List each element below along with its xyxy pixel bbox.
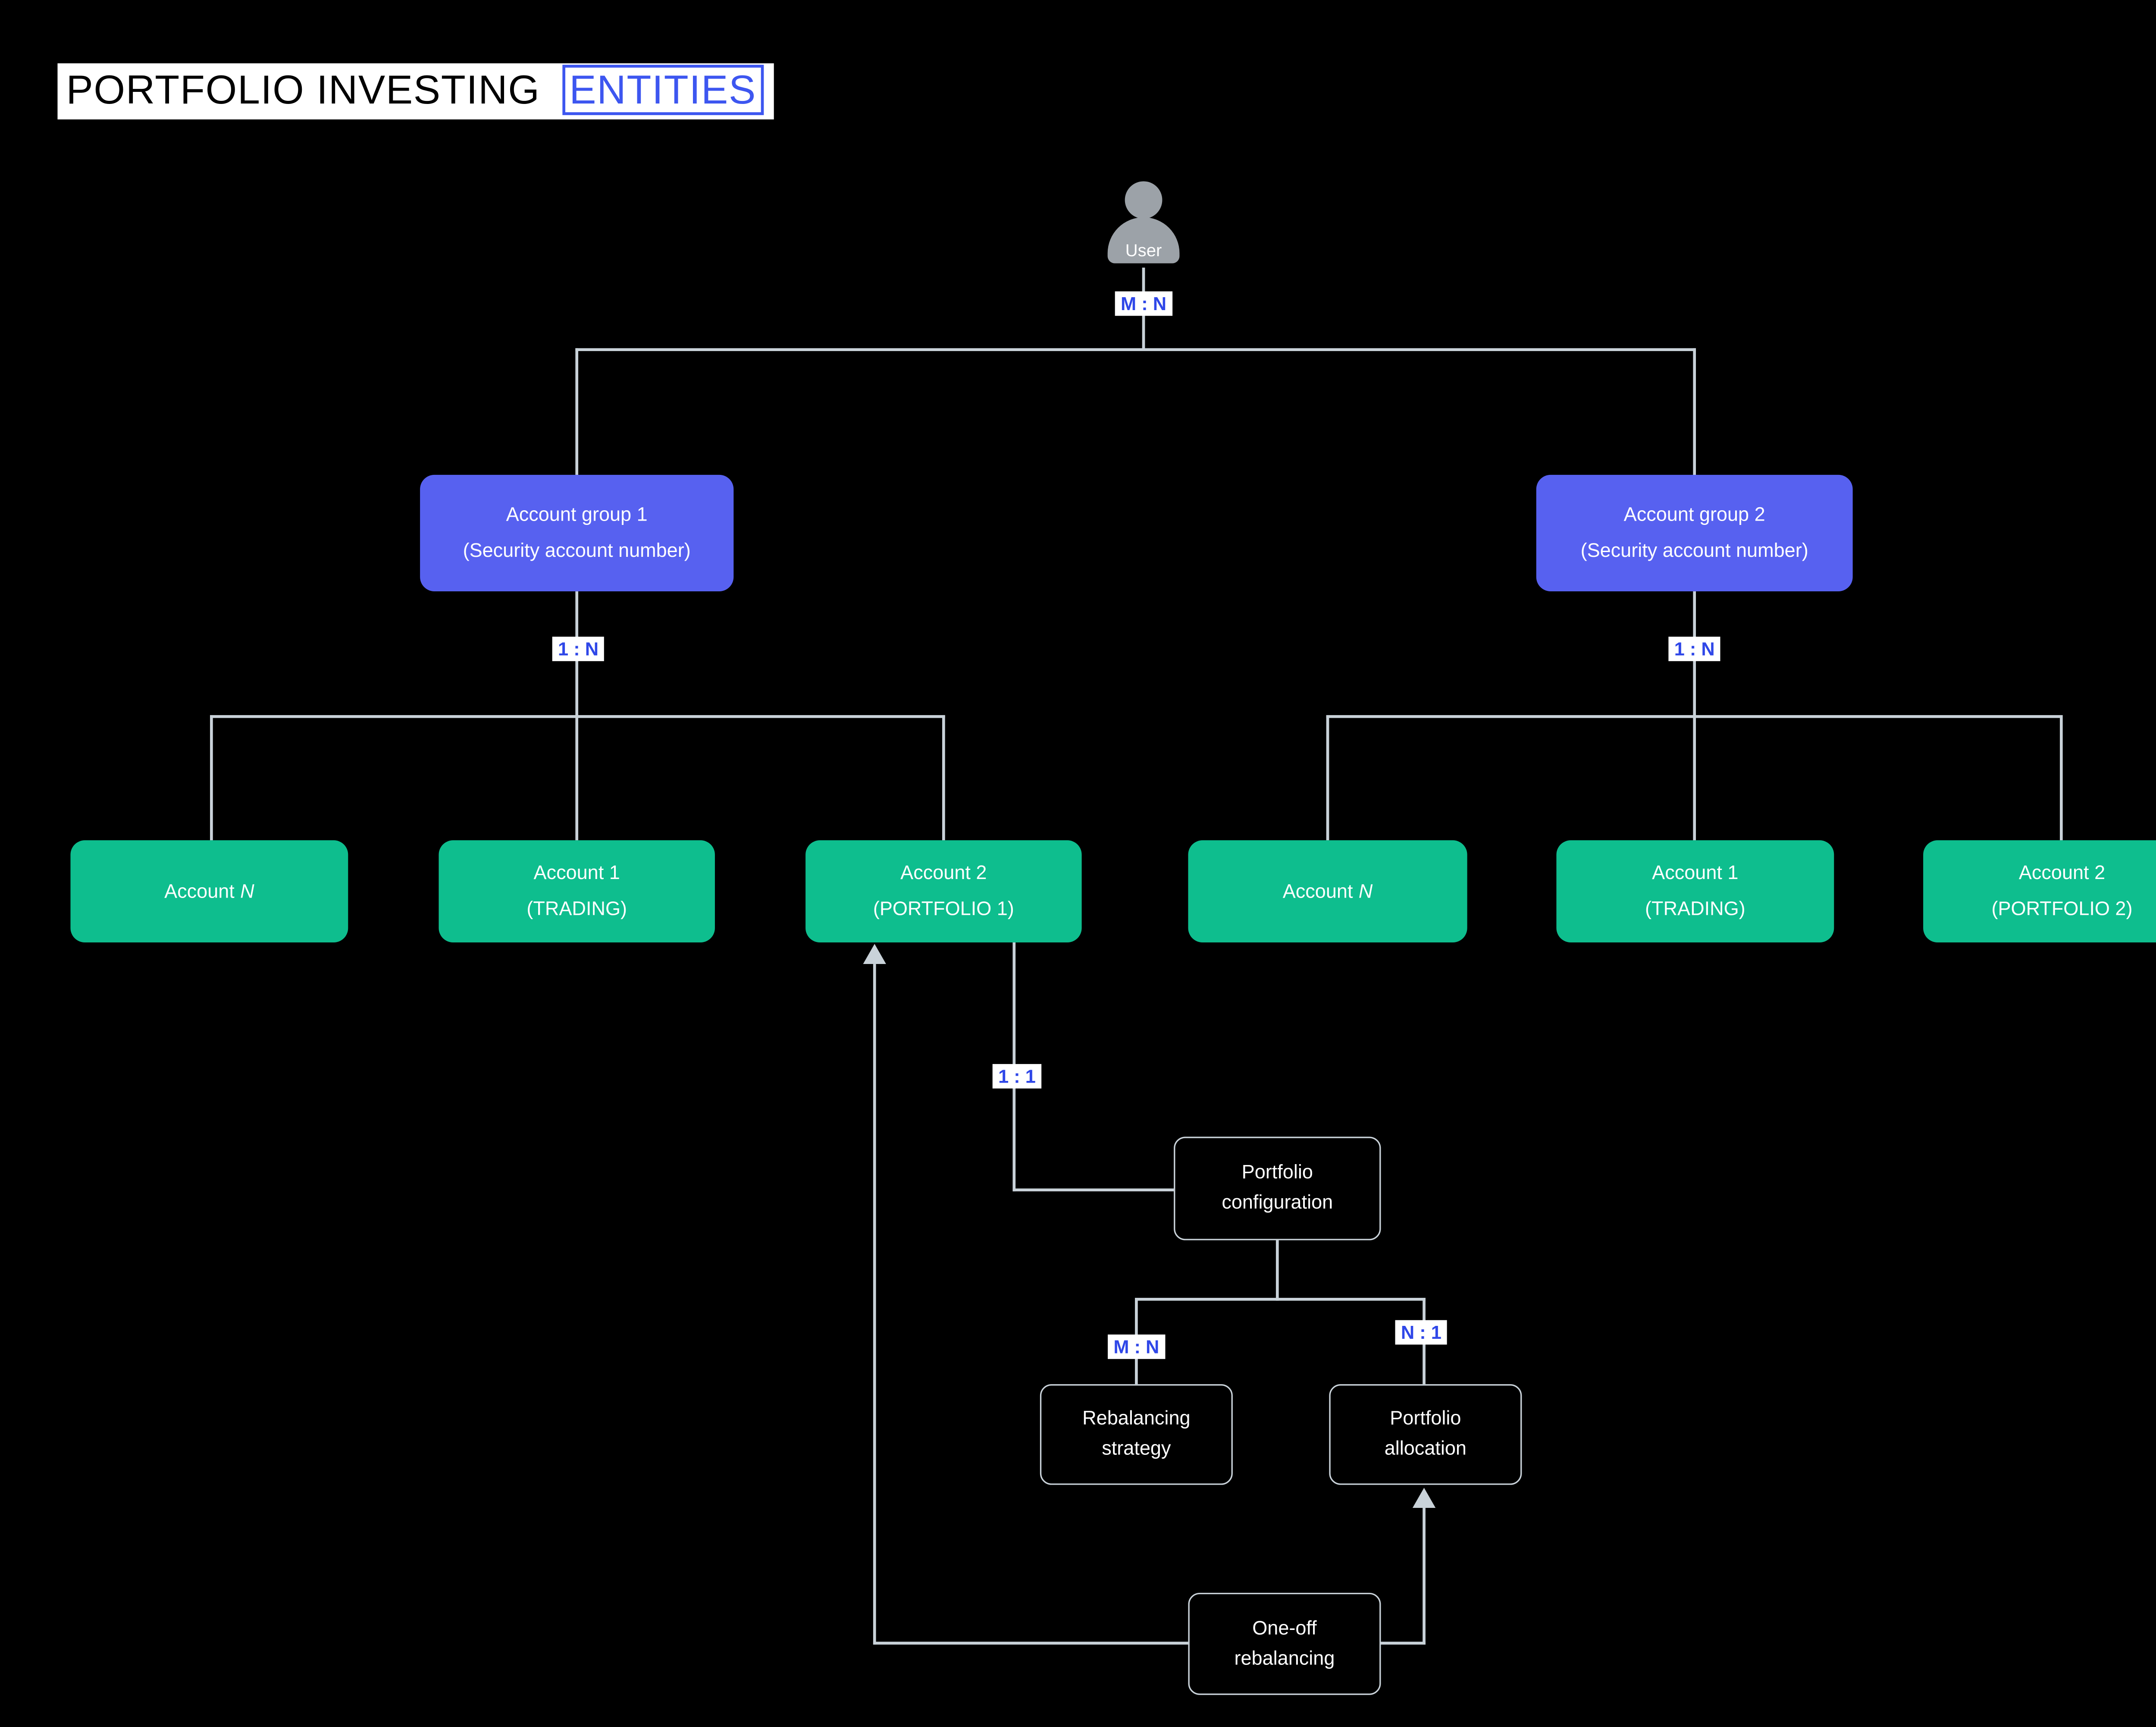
account-title-italic: N — [1358, 880, 1373, 902]
diagram-title-text: PORTFOLIO INVESTING — [66, 67, 540, 113]
account-title: Account 2 — [900, 861, 987, 886]
node-account2-portfolio1: Account 2 (PORTFOLIO 1) — [805, 840, 1082, 943]
account-group-1-subtitle: (Security account number) — [463, 539, 691, 562]
relation-badge-config-strategy: M : N — [1108, 1334, 1165, 1359]
portfolio-configuration-label: Portfolio configuration — [1222, 1161, 1333, 1213]
connector-to-group1 — [575, 348, 579, 477]
node-rebalancing-strategy: Rebalancing strategy — [1040, 1384, 1233, 1485]
arrowhead-to-account2-portfolio1 — [863, 944, 886, 964]
account-group-1-title: Account group 1 — [506, 504, 648, 526]
user-icon: User — [1107, 181, 1180, 267]
node-account-group-2: Account group 2 (Security account number… — [1536, 474, 1853, 592]
account-subtitle: (PORTFOLIO 2) — [1991, 898, 2133, 920]
connector-oneoff-right-h — [1381, 1642, 1426, 1645]
relation-badge-group1-accounts: 1 : N — [552, 637, 605, 661]
account-subtitle: (TRADING) — [526, 898, 627, 920]
connector-oneoff-right-v — [1423, 1508, 1426, 1645]
account-subtitle: (TRADING) — [1645, 898, 1745, 920]
connector-to-account2-left — [942, 715, 945, 841]
account-title-text: Account — [164, 880, 235, 902]
relation-badge-group2-accounts: 1 : N — [1668, 637, 1721, 661]
connector-config-branch — [1135, 1297, 1426, 1301]
account-title: Account 1 — [1652, 861, 1738, 886]
connector-oneoff-left-h — [873, 1642, 1188, 1645]
arrowhead-to-portfolio-allocation — [1412, 1488, 1436, 1508]
account-group-2-title: Account group 2 — [1623, 504, 1765, 526]
connector-to-account2-right — [2060, 715, 2063, 841]
user-label: User — [1125, 240, 1162, 261]
account-title-text: Account 1 — [533, 862, 620, 884]
relation-badge-user-groups: M : N — [1115, 291, 1172, 316]
connector-to-account-n-right — [1326, 715, 1329, 841]
account-subtitle: (PORTFOLIO 1) — [873, 898, 1014, 920]
relation-badge-config-allocation: N : 1 — [1395, 1320, 1448, 1345]
node-portfolio-allocation: Portfolio allocation — [1329, 1384, 1522, 1485]
rebalancing-strategy-label: Rebalancing strategy — [1082, 1407, 1191, 1459]
connector-to-account-n-left — [210, 715, 213, 841]
portfolio-allocation-label: Portfolio allocation — [1384, 1407, 1467, 1459]
connector-to-account1-right — [1693, 715, 1696, 841]
node-portfolio-configuration: Portfolio configuration — [1174, 1137, 1381, 1240]
account-group-2-subtitle: (Security account number) — [1580, 539, 1808, 562]
connector-account2-to-config-h — [1012, 1188, 1174, 1192]
account-title-text: Account 2 — [900, 862, 987, 884]
account-title: Account 1 — [534, 861, 620, 886]
account-title-text: Account 1 — [1652, 862, 1739, 884]
account-title-italic: N — [240, 880, 254, 902]
diagram-title: PORTFOLIO INVESTING ENTITIES — [57, 63, 774, 119]
connector-config-down — [1275, 1240, 1279, 1301]
connector-groups-branch — [575, 348, 1696, 351]
node-account1-trading-left: Account 1 (TRADING) — [439, 840, 715, 943]
connector-oneoff-left-v — [873, 964, 876, 1645]
diagram-title-accent: ENTITIES — [562, 65, 764, 115]
node-account1-trading-right: Account 1 (TRADING) — [1556, 840, 1834, 943]
connector-to-group2 — [1693, 348, 1696, 477]
one-off-rebalancing-label: One-off rebalancing — [1234, 1617, 1335, 1668]
connector-to-account1-left — [575, 715, 579, 841]
node-account-group-1: Account group 1 (Security account number… — [420, 474, 734, 592]
relation-badge-account-config: 1 : 1 — [992, 1064, 1042, 1089]
node-account2-portfolio2: Account 2 (PORTFOLIO 2) — [1923, 840, 2156, 943]
account-title-text: Account 2 — [2018, 862, 2106, 884]
account-title: Account 2 — [2019, 861, 2105, 886]
account-title-text: Account — [1282, 880, 1353, 902]
person-icon-head — [1125, 181, 1163, 219]
node-one-off-rebalancing: One-off rebalancing — [1188, 1592, 1381, 1695]
